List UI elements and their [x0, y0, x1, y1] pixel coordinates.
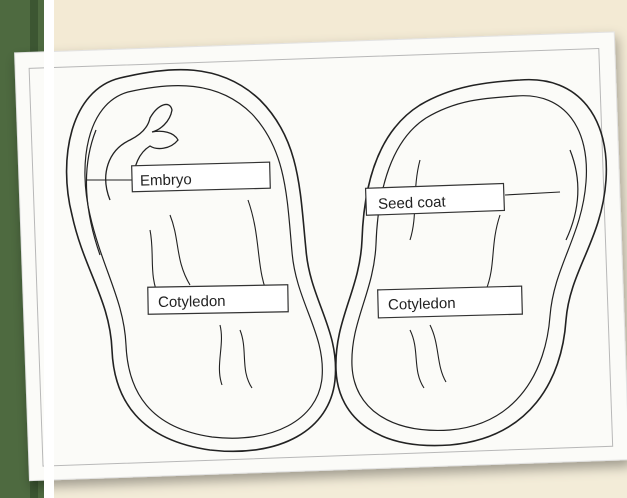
label-embryo: Embryo — [132, 162, 271, 192]
label-cotyledon-left: Cotyledon — [148, 285, 288, 314]
label-cotyledon-left-text: Cotyledon — [158, 293, 226, 311]
label-embryo-text: Embryo — [140, 171, 192, 189]
label-cotyledon-right-text: Cotyledon — [388, 295, 456, 314]
label-seed-coat-text: Seed coat — [378, 194, 447, 213]
label-cotyledon-right: Cotyledon — [378, 286, 523, 318]
paper-edge-strip — [44, 0, 54, 498]
label-seed-coat: Seed coat — [366, 183, 505, 215]
paper-sheet — [15, 32, 627, 481]
